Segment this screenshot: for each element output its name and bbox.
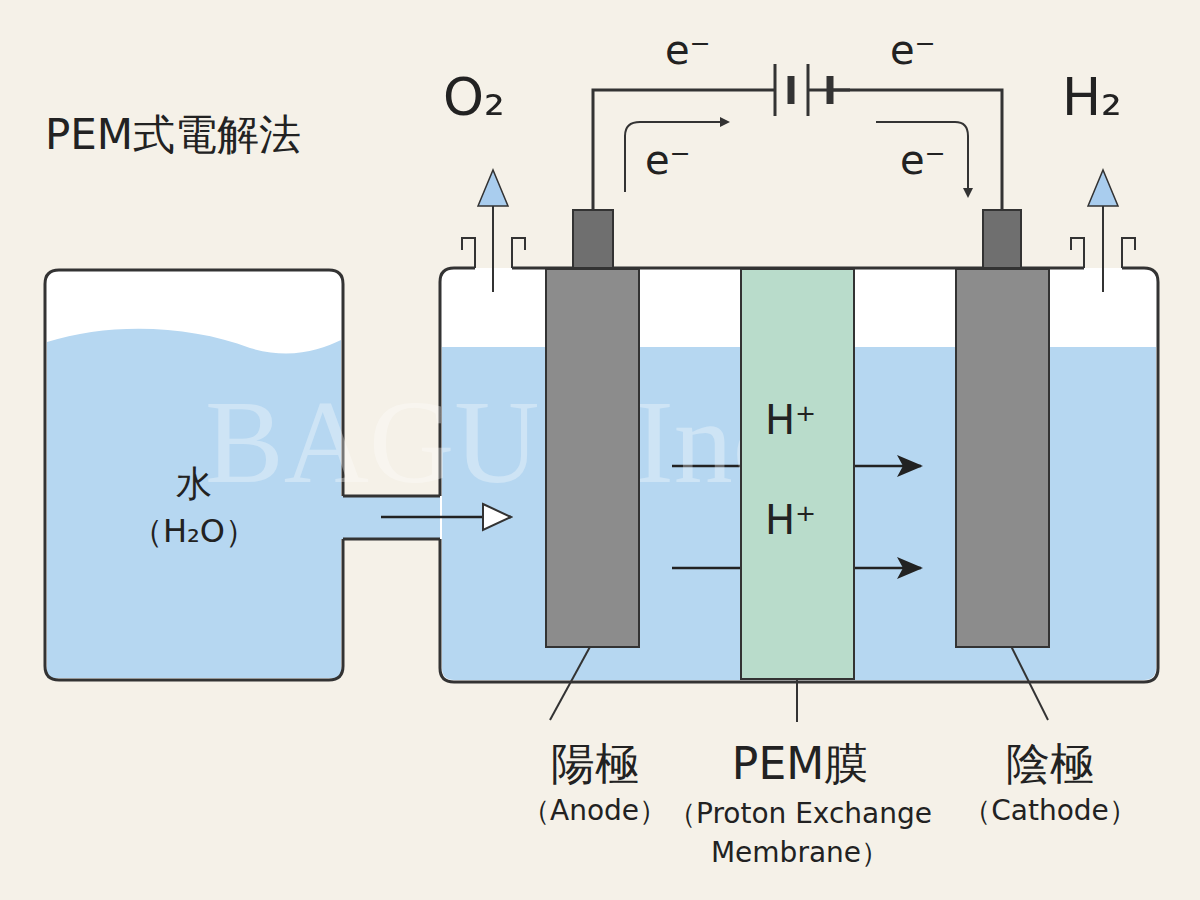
node-text: 水 (45, 462, 343, 505)
gas-label: O₂ (443, 66, 505, 128)
wire (808, 90, 1002, 210)
node-text: 陰極 (930, 738, 1170, 791)
title: PEM式電解法 (45, 110, 301, 160)
node-text: （Proton Exchange Membrane） (640, 794, 960, 872)
electron-label: e⁻ (890, 26, 936, 74)
node-text: （Cathode） (930, 794, 1170, 828)
battery-plate (807, 64, 810, 116)
electron-label: e⁻ (645, 136, 691, 184)
water-tank: 水 （H₂O） (45, 270, 343, 680)
anode-terminal (573, 210, 613, 268)
flow-arrow (381, 516, 511, 519)
electron-label: e⁻ (900, 136, 946, 184)
gas-arrow-head (478, 170, 508, 206)
wire (830, 89, 850, 92)
cell-interior (440, 268, 1158, 682)
cathode-terminal (983, 210, 1021, 268)
cathode: 陰極（Cathode） (955, 268, 1050, 648)
wire (593, 90, 775, 210)
watermark: BAGUS Inc. (205, 372, 815, 514)
gas-arrow (492, 202, 494, 292)
node-text: （H₂O） (45, 512, 343, 550)
node-text: 陽極 (447, 738, 742, 791)
electron-arrow (876, 122, 968, 196)
edge-label: H⁺ (765, 496, 816, 544)
electron-arrow (625, 122, 728, 192)
gas-label: H₂ (1062, 66, 1122, 128)
anode: 陽極（Anode） (545, 268, 640, 648)
battery-plate (774, 64, 777, 116)
pem-membrane: PEM膜（Proton Exchange Membrane） (740, 268, 855, 680)
battery-plate (788, 76, 795, 104)
gas-arrow-head (1088, 170, 1118, 206)
electron-label: e⁻ (665, 26, 711, 74)
cell-outline (440, 268, 1158, 682)
edge-label: H⁺ (765, 396, 816, 444)
node-text: PEM膜 (620, 738, 980, 791)
gas-arrow (1102, 202, 1104, 292)
